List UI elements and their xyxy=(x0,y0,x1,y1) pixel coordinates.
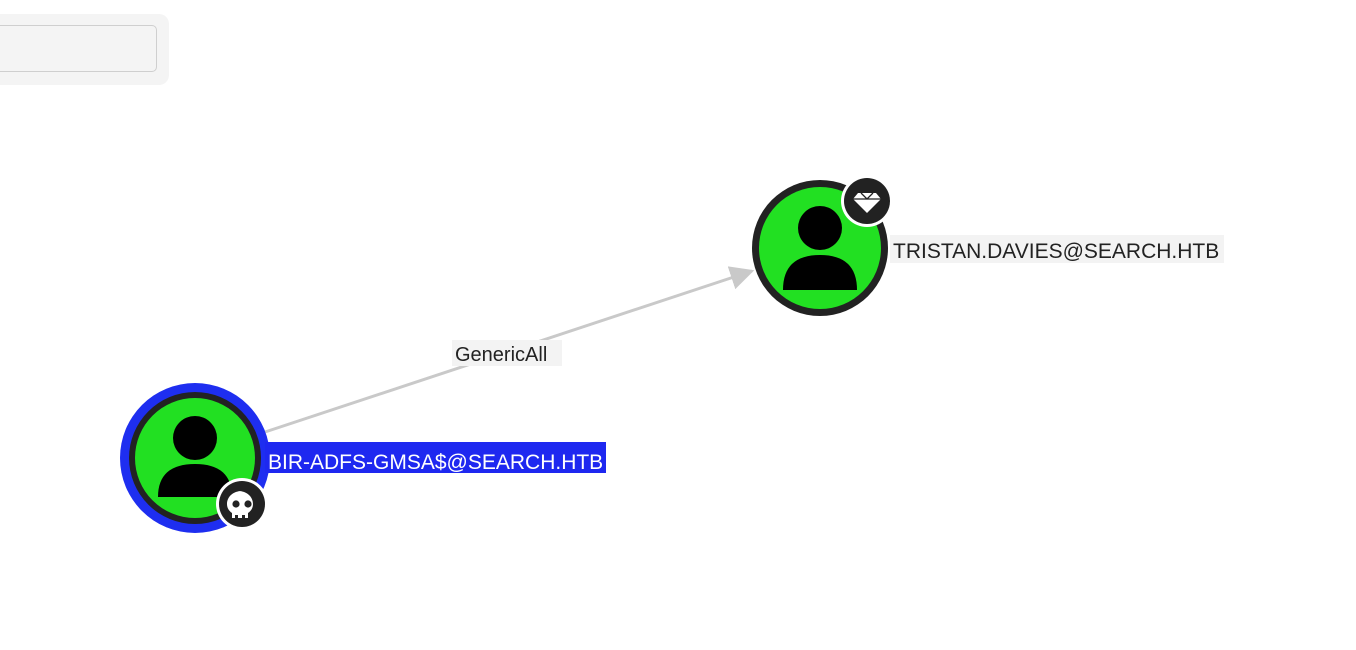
user-icon xyxy=(783,206,857,290)
search-input[interactable] xyxy=(0,25,157,72)
node-label-background xyxy=(890,235,1224,263)
node-label-background xyxy=(265,442,606,473)
edge-label[interactable]: GenericAll xyxy=(455,344,547,366)
user-icon xyxy=(158,416,232,497)
node-label[interactable]: TRISTAN.DAVIES@SEARCH.HTB xyxy=(893,240,1219,263)
skull-icon xyxy=(216,478,268,530)
node-target[interactable]: TRISTAN.DAVIES@SEARCH.HTB xyxy=(752,175,1224,316)
node-source[interactable]: BIR-ADFS-GMSA$@SEARCH.HTB xyxy=(120,383,606,533)
diamond-icon xyxy=(841,175,893,227)
edge-label-background xyxy=(452,340,562,366)
search-panel xyxy=(0,14,169,85)
node-label[interactable]: BIR-ADFS-GMSA$@SEARCH.HTB xyxy=(268,451,603,474)
edge-genericall[interactable]: GenericAll xyxy=(261,266,755,435)
